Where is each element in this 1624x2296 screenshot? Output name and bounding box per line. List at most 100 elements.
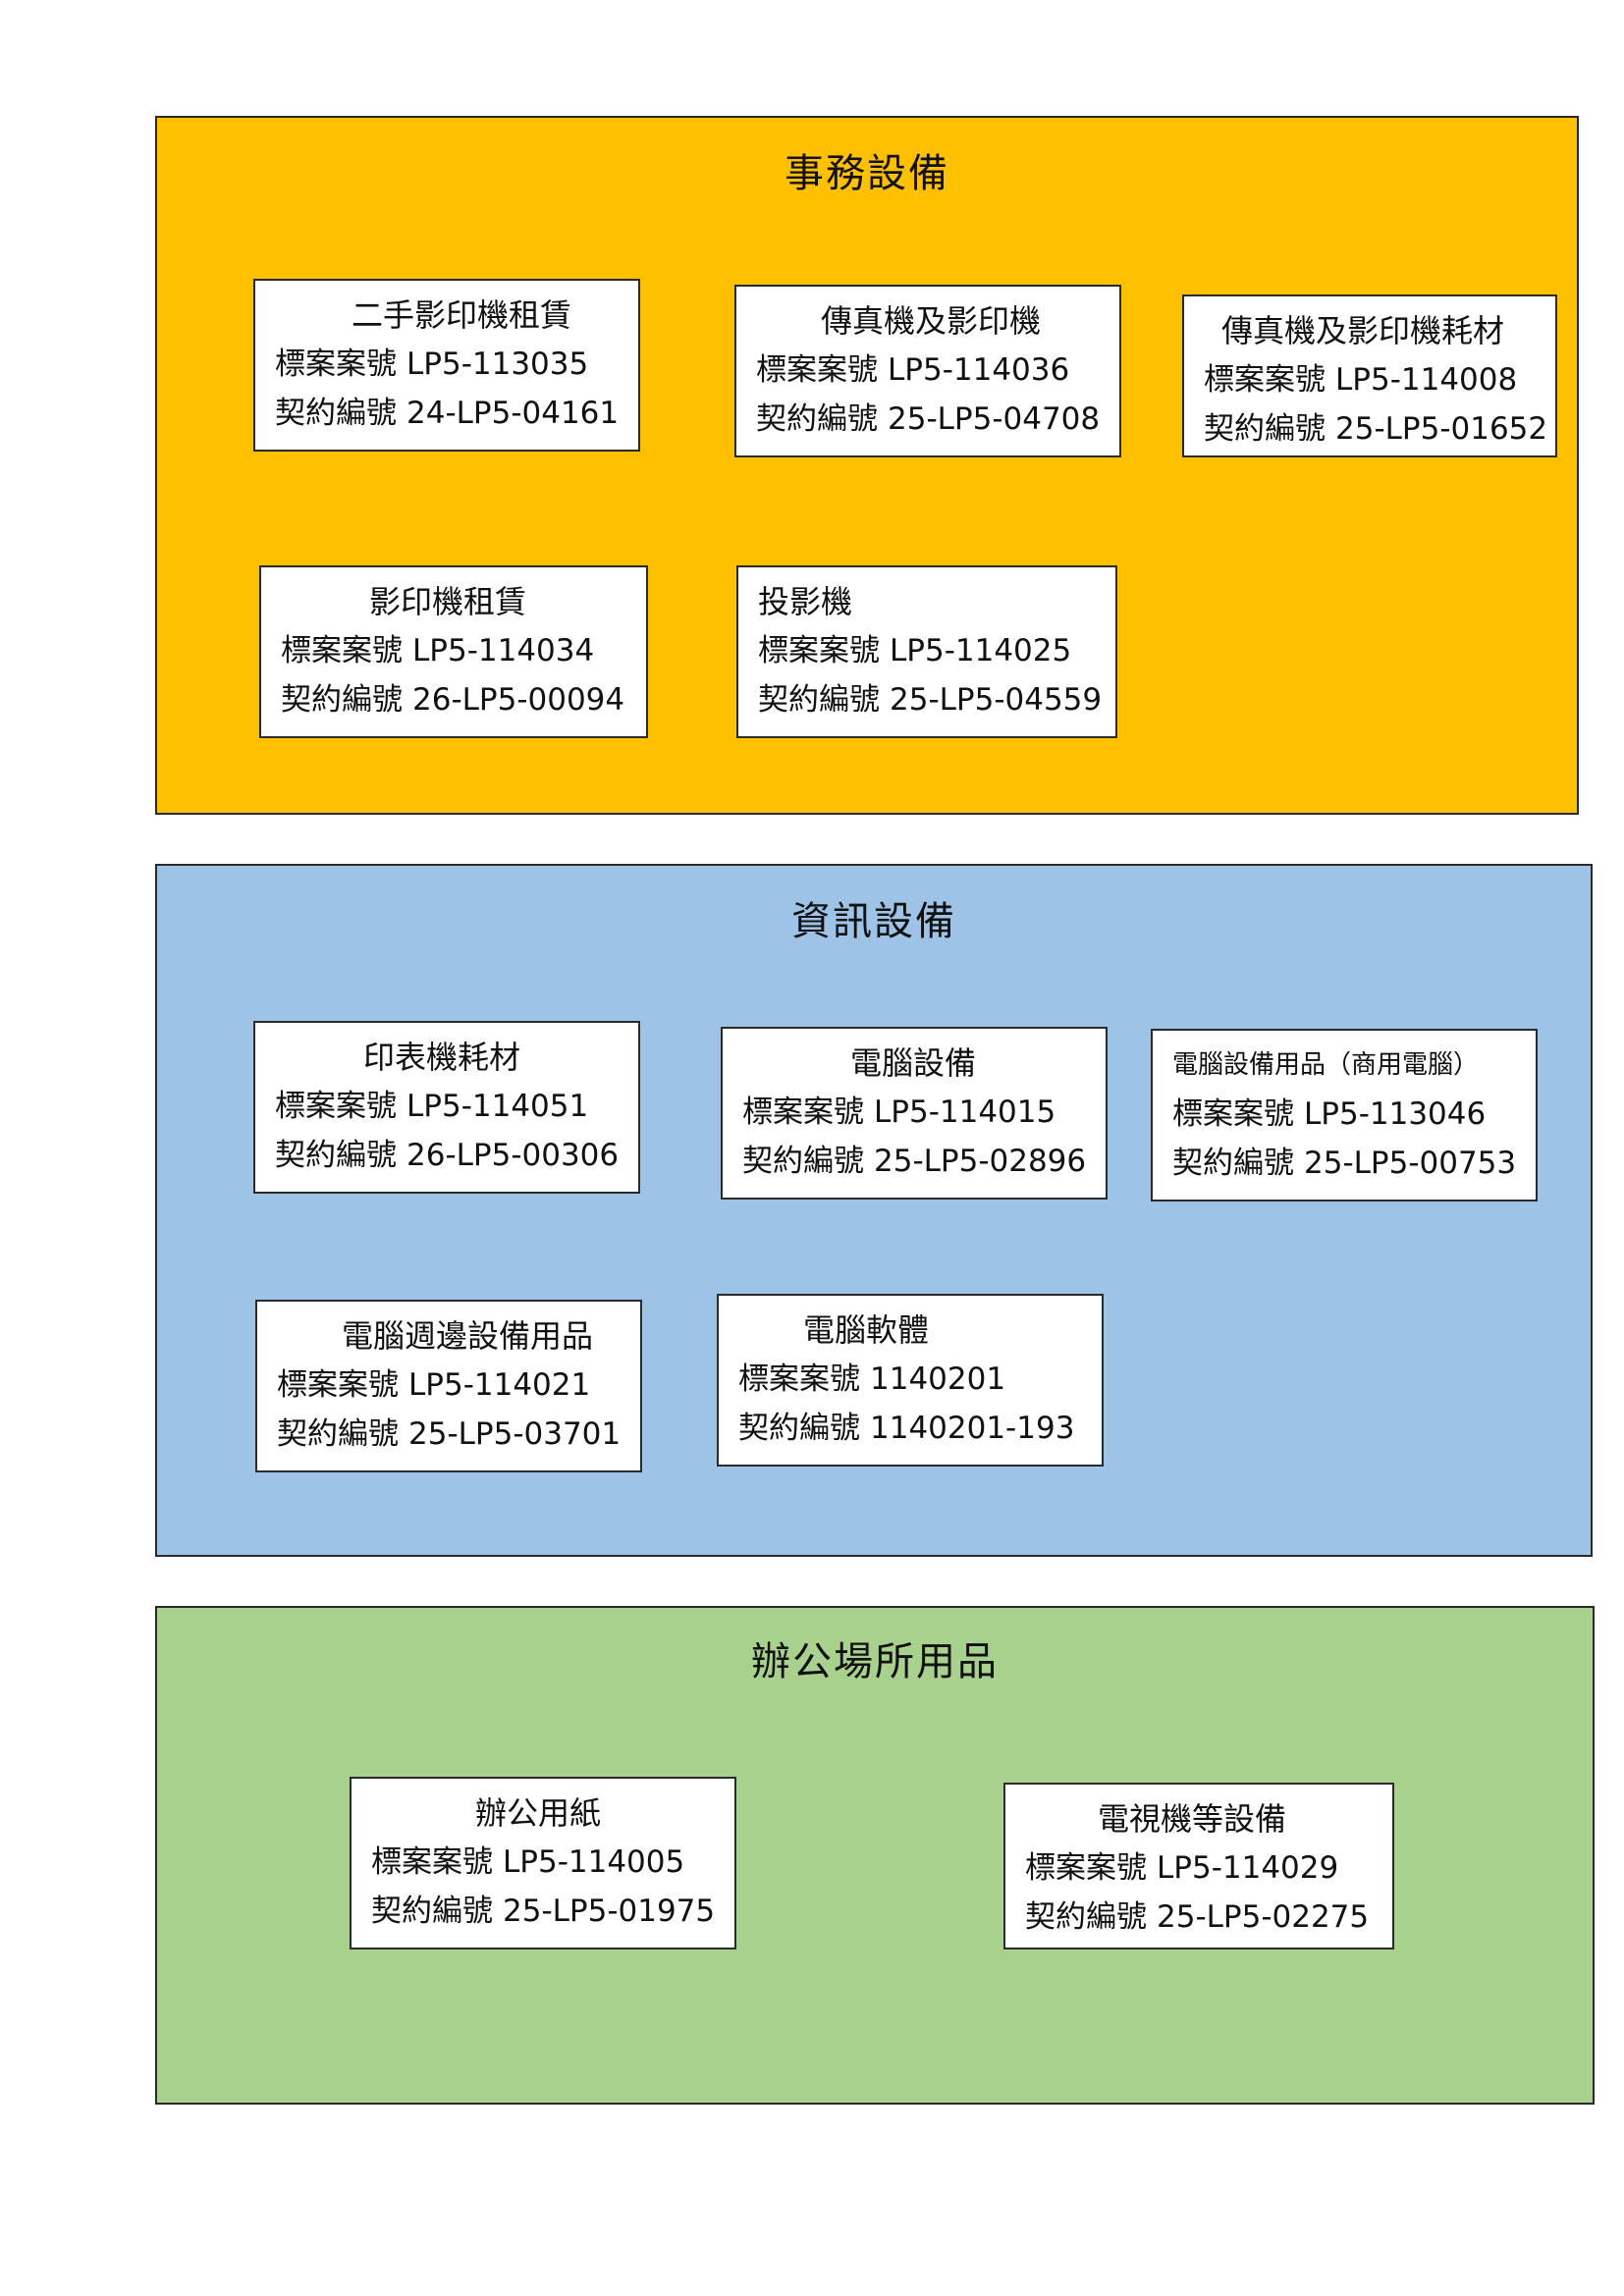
contract-number-label: 契約編號 (1025, 1899, 1147, 1935)
card-name: 電腦設備 (850, 1044, 977, 1082)
contract-number-line: 契約編號 25-LP5-00753 (1172, 1139, 1516, 1188)
contract-number-label: 契約編號 (758, 682, 880, 718)
contract-number-value: 25-LP5-00753 (1304, 1146, 1517, 1181)
case-number-label: 標案案號 (1204, 362, 1326, 398)
contract-number-label: 契約編號 (756, 401, 878, 437)
case-number-value: LP5-114036 (888, 352, 1070, 388)
case-number-label: 標案案號 (742, 1095, 864, 1130)
contract-number-line: 契約編號 26-LP5-00306 (275, 1131, 619, 1180)
case-number-line: 標案案號 LP5-114051 (275, 1082, 619, 1131)
case-number-value: LP5-114051 (406, 1089, 589, 1124)
case-number-value: LP5-114015 (874, 1095, 1056, 1130)
case-number-line: 標案案號 LP5-114015 (742, 1088, 1086, 1137)
case-number-value: LP5-113046 (1304, 1096, 1487, 1132)
procurement-card: 電腦設備 標案案號 LP5-114015 契約編號 25-LP5-02896 (721, 1027, 1108, 1200)
procurement-card: 電腦設備用品（商用電腦） 標案案號 LP5-113046 契約編號 25-LP5-0… (1151, 1029, 1538, 1201)
case-number-value: LP5-114034 (412, 633, 595, 668)
card-name: 電腦設備用品（商用電腦） (1172, 1050, 1480, 1080)
case-number-line: 標案案號 LP5-114029 (1025, 1843, 1373, 1893)
contract-number-label: 契約編號 (1204, 411, 1326, 447)
case-number-value: LP5-114025 (890, 633, 1072, 668)
section-office-equipment: 事務設備 二手影印機租賃 標案案號 LP5-113035 契約編號 24-LP5-0… (155, 116, 1579, 815)
contract-number-value: 25-LP5-04708 (888, 401, 1101, 437)
case-number-line: 標案案號 LP5-113035 (275, 340, 619, 389)
case-number-line: 標案案號 LP5-113046 (1172, 1090, 1516, 1139)
contract-number-value: 24-LP5-04161 (406, 396, 620, 431)
contract-number-value: 25-LP5-01652 (1335, 411, 1548, 447)
case-number-value: LP5-114029 (1157, 1850, 1339, 1886)
case-number-value: LP5-114008 (1335, 362, 1518, 398)
section-title: 資訊設備 (791, 899, 956, 944)
contract-number-label: 契約編號 (738, 1411, 860, 1446)
procurement-card: 辦公用紙 標案案號 LP5-114005 契約編號 25-LP5-01975 (350, 1777, 736, 1949)
card-name: 電腦週邊設備用品 (342, 1317, 594, 1355)
section-title: 事務設備 (785, 151, 949, 196)
procurement-card: 印表機耗材 標案案號 LP5-114051 契約編號 26-LP5-00306 (253, 1021, 640, 1194)
card-name: 傳真機及影印機耗材 (1221, 312, 1505, 349)
procurement-card: 電視機等設備 標案案號 LP5-114029 契約編號 25-LP5-02275 (1003, 1783, 1394, 1949)
contract-number-value: 25-LP5-02275 (1157, 1899, 1370, 1935)
card-name: 電視機等設備 (1098, 1800, 1287, 1838)
case-number-value: 1140201 (870, 1362, 1006, 1397)
contract-number-line: 契約編號 25-LP5-01975 (371, 1887, 715, 1936)
contract-number-label: 契約編號 (1172, 1146, 1294, 1181)
case-number-label: 標案案號 (371, 1844, 493, 1880)
section-it-equipment: 資訊設備 印表機耗材 標案案號 LP5-114051 契約編號 26-LP5-003… (155, 864, 1593, 1557)
contract-number-label: 契約編號 (742, 1144, 864, 1179)
case-number-line: 標案案號 1140201 (738, 1355, 1082, 1404)
procurement-card: 傳真機及影印機 標案案號 LP5-114036 契約編號 25-LP5-04708 (734, 285, 1121, 457)
contract-number-line: 契約編號 25-LP5-04559 (758, 675, 1102, 724)
case-number-line: 標案案號 LP5-114036 (756, 346, 1100, 395)
case-number-label: 標案案號 (738, 1362, 860, 1397)
card-name: 辦公用紙 (475, 1794, 602, 1832)
card-name: 印表機耗材 (363, 1039, 521, 1076)
section-title: 辦公場所用品 (751, 1639, 999, 1684)
contract-number-label: 契約編號 (275, 1138, 397, 1173)
contract-number-value: 1140201-193 (870, 1411, 1075, 1446)
case-number-label: 標案案號 (275, 1089, 397, 1124)
contract-number-value: 26-LP5-00306 (406, 1138, 620, 1173)
section-office-supplies: 辦公場所用品 辦公用紙 標案案號 LP5-114005 契約編號 25-LP5-01… (155, 1606, 1595, 2105)
contract-number-label: 契約編號 (275, 396, 397, 431)
contract-number-value: 25-LP5-04559 (890, 682, 1103, 718)
contract-number-value: 25-LP5-01975 (503, 1894, 716, 1929)
case-number-label: 標案案號 (281, 633, 403, 668)
case-number-value: LP5-114005 (503, 1844, 685, 1880)
case-number-line: 標案案號 LP5-114025 (758, 626, 1096, 675)
card-name: 投影機 (758, 583, 853, 620)
case-number-label: 標案案號 (756, 352, 878, 388)
contract-number-line: 契約編號 1140201-193 (738, 1404, 1082, 1453)
case-number-value: LP5-113035 (406, 347, 589, 382)
case-number-label: 標案案號 (1172, 1096, 1294, 1132)
contract-number-line: 契約編號 24-LP5-04161 (275, 389, 619, 438)
case-number-label: 標案案號 (275, 347, 397, 382)
contract-number-label: 契約編號 (281, 682, 403, 718)
contract-number-label: 契約編號 (371, 1894, 493, 1929)
contract-number-label: 契約編號 (277, 1416, 399, 1452)
contract-number-line: 契約編號 25-LP5-02896 (742, 1137, 1086, 1186)
case-number-label: 標案案號 (1025, 1850, 1147, 1886)
case-number-line: 標案案號 LP5-114005 (371, 1838, 715, 1887)
contract-number-line: 契約編號 25-LP5-02275 (1025, 1893, 1373, 1942)
card-name: 二手影印機租賃 (352, 296, 572, 334)
procurement-card: 二手影印機租賃 標案案號 LP5-113035 契約編號 24-LP5-04161 (253, 279, 640, 452)
procurement-card: 投影機 標案案號 LP5-114025 契約編號 25-LP5-04559 (736, 565, 1117, 738)
contract-number-value: 25-LP5-02896 (874, 1144, 1087, 1179)
case-number-line: 標案案號 LP5-114034 (281, 626, 626, 675)
procurement-card: 電腦軟體 標案案號 1140201 契約編號 1140201-193 (717, 1294, 1104, 1467)
case-number-label: 標案案號 (758, 633, 880, 668)
card-name: 傳真機及影印機 (821, 302, 1042, 340)
contract-number-value: 25-LP5-03701 (408, 1416, 622, 1452)
case-number-label: 標案案號 (277, 1367, 399, 1403)
card-name: 電腦軟體 (803, 1311, 930, 1349)
contract-number-line: 契約編號 25-LP5-04708 (756, 395, 1100, 444)
case-number-value: LP5-114021 (408, 1367, 591, 1403)
